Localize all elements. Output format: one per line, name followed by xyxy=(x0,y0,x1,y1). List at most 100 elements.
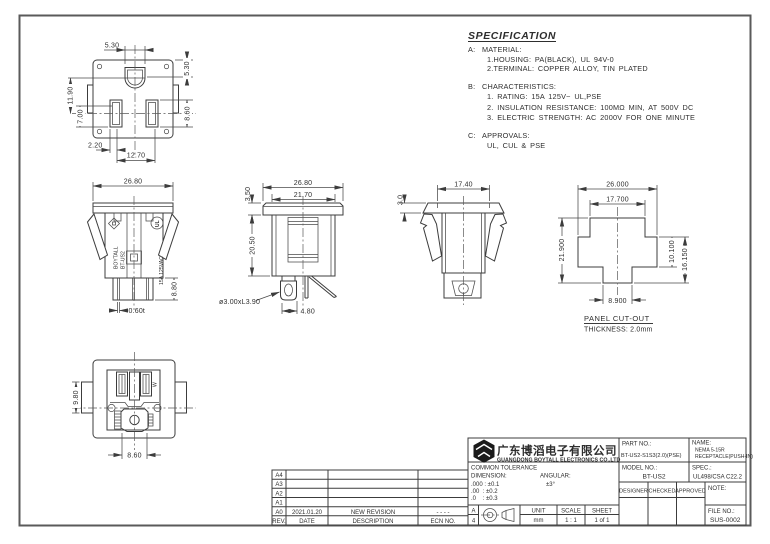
tolerance-title: COMMON TOLERANCE xyxy=(471,466,537,472)
rev-header-ecn: ECN NO. xyxy=(430,519,455,525)
dim-label: 11.90 xyxy=(68,87,75,105)
cutout-thickness: THICKNESS: 2.0mm xyxy=(584,327,653,334)
dim-label: ø3.00xL3.90 xyxy=(219,299,260,306)
model-no-value: BT-US2 xyxy=(642,474,665,481)
dim-label: 2.20 xyxy=(88,143,102,150)
name-value-2: RECEPTACLE(PUSH-IN) xyxy=(695,454,753,460)
tolerance-2: .00 : ±0.2 xyxy=(471,489,498,495)
spec-label: SPEC.: xyxy=(692,466,712,472)
dim-side-4.80: 4.80 xyxy=(281,301,315,316)
dim-cutout-26.000: 26.000 xyxy=(577,182,658,235)
checked-label: CHECKED xyxy=(649,489,676,495)
rev-header-date: DATE xyxy=(299,519,315,525)
dim-label: 26.80 xyxy=(124,179,143,186)
dim-label: 5.30 xyxy=(105,43,119,50)
spec-title: SPECIFICATION xyxy=(468,30,556,42)
dim-label: 12.70 xyxy=(127,153,146,160)
model-no-label: MODEL NO.: xyxy=(622,466,657,472)
contact-part xyxy=(148,413,154,427)
spec-b3: 3. ELECTRIC STRENGTH: AC 2000V FOR ONE M… xyxy=(487,113,695,122)
dimension-label: DIMENSION: xyxy=(471,474,507,480)
view-face: 5.30 5.30 11.90 7.00 8.60 xyxy=(66,43,196,163)
spring-coil xyxy=(114,410,122,430)
dim-cutout-16.150: 16.150 xyxy=(634,236,690,284)
spec-c-title: APPROVALS: xyxy=(482,131,530,140)
rev-ecn: - - - - xyxy=(437,510,450,516)
dim-front2-3.0: 3.0 xyxy=(398,194,426,222)
dim-label: 26.80 xyxy=(294,180,313,187)
cutout-title: PANEL CUT-OUT xyxy=(584,314,650,323)
wire-mark: W xyxy=(153,382,159,387)
dim-label: 17.40 xyxy=(454,182,473,189)
dim-back-9.80: 9.80 xyxy=(71,381,81,414)
title-block: 广东博滔电子有限公司 GUANGDONG BOYTALL ELECTRONICS… xyxy=(467,437,753,526)
tolerance-1: .000 : ±0.1 xyxy=(471,482,500,488)
company-logo xyxy=(473,439,495,463)
sheet-value: 1 of 1 xyxy=(594,518,610,524)
rev-date: 2021.01.20 xyxy=(292,510,323,516)
view-back: W 9.80 8.60 xyxy=(71,352,196,460)
rev-a3: A3 xyxy=(275,482,283,488)
rev-a0: A0 xyxy=(275,510,283,516)
revision-table: A4 A3 A2 A1 A0 2021.01.20 NEW REVISION -… xyxy=(271,469,469,526)
dim-label: 8.60 xyxy=(127,453,141,460)
specification-block: SPECIFICATION A: MATERIAL: 1.HOUSING: PA… xyxy=(468,30,695,150)
dim-side-20.50: 20.50 xyxy=(248,214,270,277)
ul-mark: UL xyxy=(150,216,164,230)
spec-b-label: B: xyxy=(468,82,475,91)
angular-label: ANGULAR: xyxy=(540,474,571,480)
view-side: 26.80 21.70 3.50 20.50 ø3.00xL3.90 4.80 xyxy=(219,180,344,316)
pse-diamond-mark xyxy=(107,217,121,230)
dim-face-2.20: 2.20 xyxy=(88,129,126,153)
dim-cutout-8.900: 8.900 xyxy=(589,285,646,305)
note-label: NOTE: xyxy=(708,486,727,492)
rev-a1: A1 xyxy=(275,501,283,507)
view-front: BOYTALL BT-US2 UL 15A 125VAC 26.80 8.80 … xyxy=(86,179,180,315)
sheet-label: SHEET xyxy=(592,509,612,515)
dim-face-5.30-right: 5.30 xyxy=(147,51,193,86)
file-no-label: FILE NO.: xyxy=(708,509,735,515)
spec-c1: UL, CUL & PSE xyxy=(487,141,545,150)
dim-label: 3.0 xyxy=(398,195,405,205)
unit-value: mm xyxy=(534,518,544,524)
dim-front-0.60t: 0.60t xyxy=(108,302,145,315)
dim-label: 8.900 xyxy=(608,298,627,305)
dim-front-8.80: 8.80 xyxy=(155,277,179,301)
dim-side-26.80: 26.80 xyxy=(262,180,344,201)
spec-value: UL498/CSA C22.2 xyxy=(693,475,743,481)
dim-face-8.60: 8.60 xyxy=(160,99,193,128)
dim-label: 17.700 xyxy=(606,197,629,204)
dim-label: 5.30 xyxy=(184,61,191,75)
dim-label: 7.00 xyxy=(78,109,85,123)
sheet-size-a: A xyxy=(471,509,475,515)
dim-label: 4.80 xyxy=(301,309,315,316)
sheet-size-4: 4 xyxy=(472,519,476,525)
company-name-en: GUANGDONG BOYTALL ELECTRONICS CO.,LTD xyxy=(497,458,620,464)
part-no-value: BT-US2-S1S3(2.0)(PSE) xyxy=(621,453,682,459)
dim-side-hole: ø3.00xL3.90 xyxy=(219,291,280,306)
dim-label: 21.900 xyxy=(559,239,566,262)
rev-header-rev: REV. xyxy=(272,519,286,525)
dim-label: 16.150 xyxy=(682,248,689,271)
dim-face-11.90: 11.90 xyxy=(66,77,126,114)
approved-label: APPROVED xyxy=(675,489,706,495)
file-no-value: SUS-0002 xyxy=(710,517,741,524)
unit-label: UNIT xyxy=(532,509,546,515)
sheet-frame xyxy=(18,14,752,527)
designer-label: DESIGNER xyxy=(619,489,648,495)
dim-cutout-21.900: 21.900 xyxy=(557,217,601,284)
spec-a1: 1.HOUSING: PA(BLACK), UL 94V-0 xyxy=(487,55,614,64)
ul-mark-label: UL xyxy=(155,220,161,227)
rev-desc: NEW REVISION xyxy=(351,510,395,516)
spec-b-title: CHARACTERISTICS: xyxy=(482,82,556,91)
dim-label: 26.000 xyxy=(606,182,629,189)
part-no-label: PART NO.: xyxy=(622,442,652,448)
dim-side-3.50: 3.50 xyxy=(245,187,261,224)
rev-a4: A4 xyxy=(275,473,283,479)
scale-value: 1 : 1 xyxy=(565,518,577,524)
company-name-cn: 广东博滔电子有限公司 xyxy=(497,444,617,458)
angular-value: ±3° xyxy=(546,482,556,488)
dim-label: 21.70 xyxy=(294,192,313,199)
dim-front2-17.40: 17.40 xyxy=(437,182,490,201)
